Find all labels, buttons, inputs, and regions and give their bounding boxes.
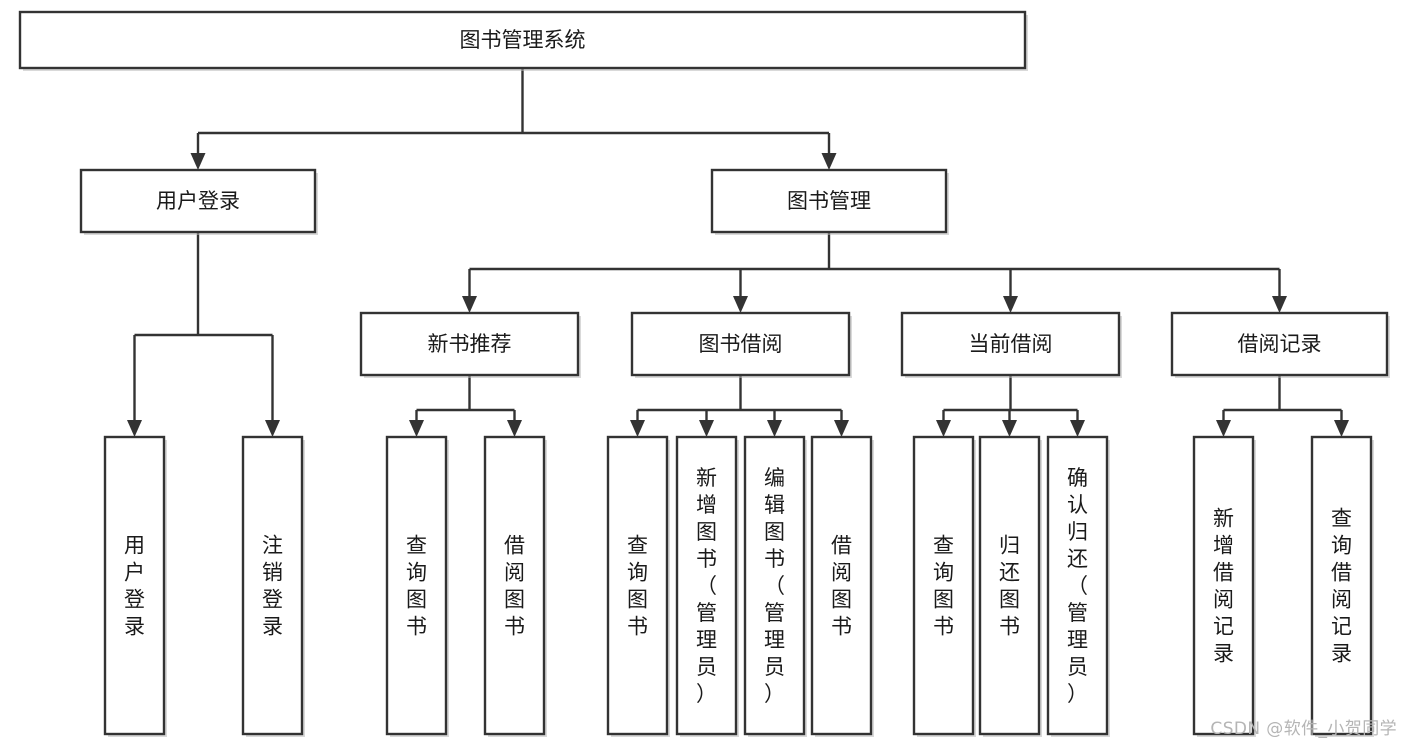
node-rect[interactable] <box>359 311 580 377</box>
arrow-借阅图书 <box>507 420 522 437</box>
arrow-用户登录 <box>127 420 142 437</box>
node-用户登录[interactable]: 用户登录 <box>79 168 318 235</box>
node-借阅图书[interactable]: 借阅图书 <box>483 435 547 737</box>
node-label: 借阅记录 <box>1238 332 1322 356</box>
node-label: 编辑图书（管理员） <box>764 466 785 706</box>
node-新增图书管理员[interactable]: 新增图书（管理员） <box>675 435 739 737</box>
node-label: 当前借阅 <box>969 332 1053 356</box>
arrow-编辑图书管理员 <box>767 420 782 437</box>
node-rect[interactable] <box>241 435 304 736</box>
node-label: 用户登录 <box>124 534 145 639</box>
node-label: 借阅图书 <box>831 534 852 639</box>
arrow-当前借阅 <box>1003 296 1018 313</box>
arrow-新增借阅记录 <box>1216 420 1231 437</box>
node-rect[interactable] <box>978 435 1041 736</box>
arrow-查询图书 <box>936 420 951 437</box>
node-图书借阅[interactable]: 图书借阅 <box>630 311 852 378</box>
node-查询图书[interactable]: 查询图书 <box>912 435 976 737</box>
node-rect[interactable] <box>810 435 873 736</box>
node-label: 查询图书 <box>933 534 954 639</box>
arrow-查询借阅记录 <box>1334 420 1349 437</box>
node-label: 查询图书 <box>627 534 648 639</box>
node-label: 用户登录 <box>156 189 240 213</box>
node-label: 新增借阅记录 <box>1213 507 1234 666</box>
node-rect[interactable] <box>743 435 806 736</box>
node-归还图书[interactable]: 归还图书 <box>978 435 1042 737</box>
arrow-注销登录 <box>265 420 280 437</box>
node-rect[interactable] <box>675 435 738 736</box>
arrow-图书借阅 <box>733 296 748 313</box>
node-layer: 图书管理系统用户登录用户登录注销登录图书管理新书推荐查询图书借阅图书图书借阅查询… <box>18 10 1390 737</box>
node-label: 借阅图书 <box>504 534 525 639</box>
arrow-查询图书 <box>409 420 424 437</box>
node-label: 新增图书（管理员） <box>696 466 717 706</box>
node-rect[interactable] <box>79 168 317 234</box>
node-rect[interactable] <box>385 435 448 736</box>
connector-layer <box>127 68 1349 437</box>
arrow-查询图书 <box>630 420 645 437</box>
node-label: 图书管理系统 <box>460 28 586 52</box>
node-label: 图书管理 <box>787 189 871 213</box>
arrow-借阅记录 <box>1272 296 1287 313</box>
node-rect[interactable] <box>710 168 948 234</box>
node-图书管理[interactable]: 图书管理 <box>710 168 949 235</box>
arrow-新书推荐 <box>462 296 477 313</box>
node-label: 确认归还（管理员） <box>1067 466 1088 706</box>
node-rect[interactable] <box>1046 435 1109 736</box>
node-rect[interactable] <box>18 10 1027 70</box>
node-rect[interactable] <box>630 311 851 377</box>
arrow-确认归还管理员 <box>1070 420 1085 437</box>
node-rect[interactable] <box>1192 435 1255 736</box>
node-查询图书[interactable]: 查询图书 <box>606 435 670 737</box>
arrow-归还图书 <box>1002 420 1017 437</box>
node-rect[interactable] <box>483 435 546 736</box>
node-新书推荐[interactable]: 新书推荐 <box>359 311 581 378</box>
node-借阅记录[interactable]: 借阅记录 <box>1170 311 1390 378</box>
node-确认归还管理员[interactable]: 确认归还（管理员） <box>1046 435 1110 737</box>
node-rect[interactable] <box>1310 435 1373 736</box>
node-label: 新书推荐 <box>428 332 512 356</box>
node-当前借阅[interactable]: 当前借阅 <box>900 311 1122 378</box>
node-新增借阅记录[interactable]: 新增借阅记录 <box>1192 435 1256 737</box>
node-用户登录[interactable]: 用户登录 <box>103 435 167 737</box>
node-rect[interactable] <box>912 435 975 736</box>
node-label: 归还图书 <box>999 534 1020 639</box>
node-rect[interactable] <box>103 435 166 736</box>
node-rect[interactable] <box>1170 311 1389 377</box>
node-查询图书[interactable]: 查询图书 <box>385 435 449 737</box>
node-label: 图书借阅 <box>699 332 783 356</box>
node-label: 查询图书 <box>406 534 427 639</box>
arrow-新增图书管理员 <box>699 420 714 437</box>
arrow-借阅图书 <box>834 420 849 437</box>
node-查询借阅记录[interactable]: 查询借阅记录 <box>1310 435 1374 737</box>
arrow-用户登录 <box>190 153 206 170</box>
node-rect[interactable] <box>900 311 1121 377</box>
arrow-图书管理 <box>821 153 837 170</box>
node-编辑图书管理员[interactable]: 编辑图书（管理员） <box>743 435 807 737</box>
node-借阅图书[interactable]: 借阅图书 <box>810 435 874 737</box>
watermark-text: CSDN @软件_小贺同学 <box>1210 719 1397 739</box>
node-label: 注销登录 <box>262 534 283 639</box>
node-label: 查询借阅记录 <box>1331 507 1352 666</box>
node-图书管理系统[interactable]: 图书管理系统 <box>18 10 1028 71</box>
node-注销登录[interactable]: 注销登录 <box>241 435 305 737</box>
node-rect[interactable] <box>606 435 669 736</box>
